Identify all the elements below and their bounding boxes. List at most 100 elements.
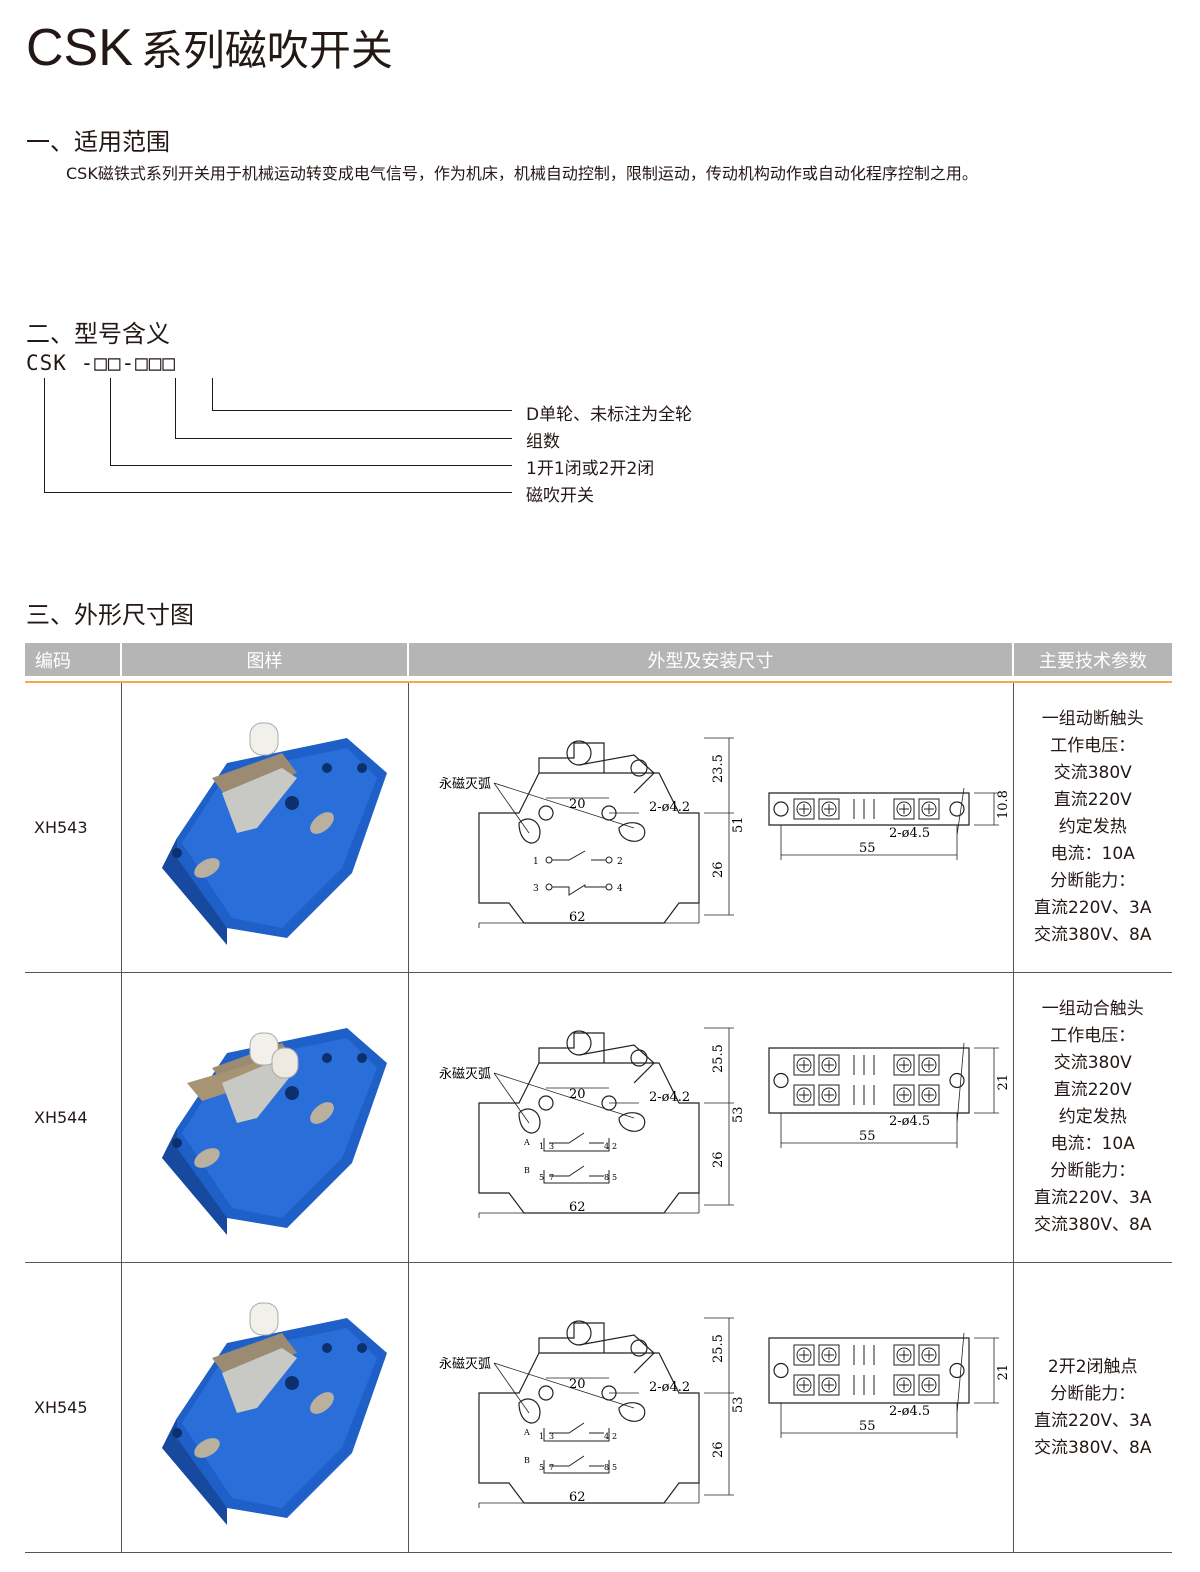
terminal-label: 3: [549, 1142, 554, 1151]
header-dimensions: 外型及安装尺寸: [407, 643, 1013, 676]
front-view-body: [477, 1352, 700, 1504]
header-code: 编码: [25, 643, 121, 676]
param-line: 直流220V、3A: [1033, 898, 1152, 918]
dimension-label: 21: [996, 1074, 1011, 1091]
roller-icon: [565, 1320, 592, 1346]
metal-bracket: [222, 768, 297, 833]
dimension-label: 永磁灭弧: [439, 1067, 491, 1082]
magnet: [194, 1438, 220, 1458]
product-code: XH545: [25, 1262, 121, 1553]
dimension-label: 21: [996, 1364, 1011, 1381]
side-view-body: [767, 1047, 970, 1114]
dimension-label: 2-ø4.5: [889, 1114, 930, 1129]
terminal-label: 4: [604, 1432, 609, 1441]
terminal-label: A: [523, 1428, 530, 1437]
dimension-label: 26: [711, 1151, 726, 1168]
lever-arm: [212, 753, 297, 798]
dimension-label: 55: [859, 1419, 876, 1434]
dimension-label: 26: [711, 861, 726, 878]
product-code: XH544: [25, 972, 121, 1263]
param-line: 一组动断触头: [1041, 709, 1144, 729]
dimension-label: 62: [569, 910, 586, 925]
terminal-label: 1: [533, 857, 539, 867]
terminal-label: 1: [539, 1142, 544, 1151]
dimension-label: 53: [731, 1106, 746, 1123]
lever-arm: [212, 1333, 297, 1378]
dimension-label: 20: [569, 797, 586, 812]
model-code: CSK -□□-□□□: [26, 351, 177, 375]
terminal-label: 4: [604, 1142, 609, 1151]
param-line: 分断能力：: [1050, 871, 1136, 891]
switch-side: [162, 1128, 227, 1235]
dimension-label: 53: [731, 1396, 746, 1413]
product-code: XH543: [25, 682, 121, 973]
dimension-label: 20: [569, 1087, 586, 1102]
dimension-label: 永磁灭弧: [439, 1357, 491, 1372]
product-image-cell: [120, 682, 408, 973]
param-line: 约定发热: [1058, 1107, 1127, 1127]
magnet-outline: [517, 818, 645, 844]
front-view-body: [477, 772, 700, 924]
magnet: [310, 1392, 334, 1414]
terminal-label: 2: [612, 1142, 617, 1151]
terminal-label: 3: [533, 884, 539, 894]
param-line: 交流380V、8A: [1033, 1437, 1152, 1458]
magnet: [310, 1102, 334, 1124]
dimension-label: 10.8: [996, 790, 1011, 819]
param-line: 分断能力：: [1050, 1383, 1136, 1404]
magnet-outline: [517, 1108, 645, 1134]
magnet: [194, 858, 220, 878]
dimension-label: 62: [569, 1490, 586, 1505]
terminal-label: 2: [612, 1432, 617, 1441]
product-image-cell: [120, 1262, 408, 1553]
legend-type: 磁吹开关: [526, 486, 594, 506]
terminal-label: 5: [612, 1463, 617, 1472]
magnet-outline: [517, 1398, 645, 1424]
product-photo: [162, 1028, 387, 1235]
terminal-label: 5: [539, 1463, 544, 1472]
dimension-label: 51: [731, 816, 746, 833]
product-photo: [162, 722, 387, 945]
leader-line: [212, 410, 512, 411]
roller-icon: [249, 722, 279, 756]
product-image-cell: [120, 972, 408, 1263]
param-line: 电流：10A: [1050, 1134, 1135, 1154]
param-line: 约定发热: [1058, 817, 1127, 837]
front-view-body: [477, 1062, 700, 1214]
dimension-label: 2-ø4.2: [649, 1380, 690, 1395]
param-line: 交流380V: [1053, 1053, 1132, 1073]
leader-line: [110, 465, 512, 466]
param-line: 电流：10A: [1050, 844, 1135, 864]
dimension-label: 25.5: [711, 1044, 726, 1073]
header-image: 图样: [120, 643, 408, 676]
legend-contacts: 1开1闭或2开2闭: [526, 459, 655, 479]
section-heading-dimensions: 三、外形尺寸图: [26, 601, 194, 629]
legend-wheel: D单轮、未标注为全轮: [526, 405, 693, 425]
dimension-label: 26: [711, 1441, 726, 1458]
leader-line: [44, 492, 512, 493]
terminal-label: B: [524, 1456, 530, 1465]
magnet: [194, 1148, 220, 1168]
leader-line: [212, 378, 213, 410]
scope-description: CSK磁铁式系列开关用于机械运动转变成电气信号，作为机床，机械自动控制，限制运动…: [66, 164, 978, 183]
magnet: [310, 812, 334, 834]
terminal-label: 7: [549, 1463, 554, 1472]
leader-line: [175, 378, 176, 438]
dimension-label: 2-ø4.2: [649, 800, 690, 815]
switch-side: [162, 838, 227, 945]
switch-side: [162, 1418, 227, 1525]
dimension-label: 2-ø4.5: [889, 1404, 930, 1419]
